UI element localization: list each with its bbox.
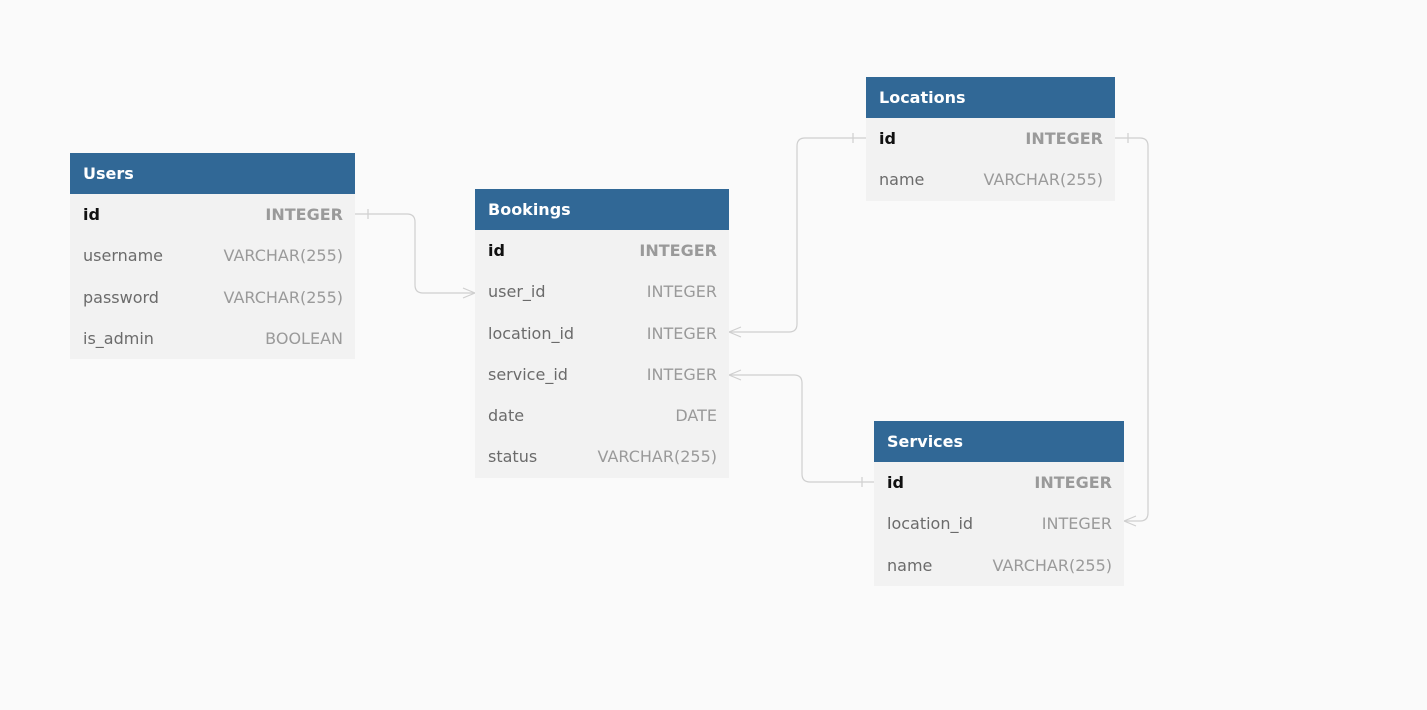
column-name: location_id (488, 323, 575, 343)
column-name: status (488, 447, 538, 467)
column-name: user_id (488, 282, 546, 302)
services-column-id[interactable]: id INTEGER (874, 462, 1124, 503)
connector-users-bookings (355, 213, 475, 294)
column-type: INTEGER (646, 364, 717, 384)
column-type: INTEGER (646, 282, 717, 302)
bookings-column-service-id[interactable]: service_id INTEGER (475, 354, 729, 395)
column-name: service_id (488, 364, 568, 384)
users-column-is-admin[interactable]: is_admin BOOLEAN (70, 318, 355, 359)
bookings-column-date[interactable]: date DATE (475, 395, 729, 436)
column-type: INTEGER (1034, 473, 1112, 492)
table-users[interactable]: Users id INTEGER username VARCHAR(255) p… (70, 153, 355, 360)
locations-column-id[interactable]: id INTEGER (866, 118, 1115, 159)
table-services[interactable]: Services id INTEGER location_id INTEGER … (874, 421, 1124, 586)
services-column-name[interactable]: name VARCHAR(255) (874, 545, 1124, 586)
bookings-column-id[interactable]: id INTEGER (475, 230, 729, 271)
column-type: VARCHAR(255) (992, 555, 1112, 575)
column-name: password (83, 287, 159, 307)
users-column-username[interactable]: username VARCHAR(255) (70, 235, 355, 276)
services-column-location-id[interactable]: location_id INTEGER (874, 503, 1124, 544)
bookings-column-status[interactable]: status VARCHAR(255) (475, 436, 729, 477)
table-services-header[interactable]: Services (874, 421, 1124, 462)
column-type: VARCHAR(255) (983, 170, 1103, 190)
column-type: BOOLEAN (265, 328, 343, 348)
table-bookings-header[interactable]: Bookings (475, 189, 729, 230)
connector-bookings-service-many-mark (728, 369, 742, 381)
connector-bookings-locations (729, 137, 866, 333)
column-type: INTEGER (265, 205, 343, 224)
column-name: id (488, 241, 505, 260)
column-name: location_id (887, 514, 974, 534)
column-name: id (887, 473, 904, 492)
table-users-header[interactable]: Users (70, 153, 355, 194)
column-name: username (83, 246, 163, 266)
users-column-password[interactable]: password VARCHAR(255) (70, 277, 355, 318)
column-name: id (879, 129, 896, 148)
connector-services-location-many-mark (1123, 515, 1137, 527)
users-column-id[interactable]: id INTEGER (70, 194, 355, 235)
column-type: INTEGER (639, 241, 717, 260)
column-type: VARCHAR(255) (223, 287, 343, 307)
column-name: name (879, 170, 925, 190)
column-type: INTEGER (1041, 514, 1112, 534)
table-locations[interactable]: Locations id INTEGER name VARCHAR(255) (866, 77, 1115, 201)
connector-locations-services (1115, 137, 1149, 522)
connector-bookings-services (729, 374, 874, 483)
table-locations-header[interactable]: Locations (866, 77, 1115, 118)
column-type: DATE (675, 406, 717, 426)
column-name: name (887, 555, 933, 575)
locations-column-name[interactable]: name VARCHAR(255) (866, 159, 1115, 200)
bookings-column-location-id[interactable]: location_id INTEGER (475, 313, 729, 354)
bookings-column-user-id[interactable]: user_id INTEGER (475, 271, 729, 312)
column-type: VARCHAR(255) (597, 447, 717, 467)
column-name: date (488, 406, 525, 426)
column-name: id (83, 205, 100, 224)
connector-bookings-location-many-mark (728, 326, 742, 338)
column-type: VARCHAR(255) (223, 246, 343, 266)
column-type: INTEGER (646, 323, 717, 343)
column-name: is_admin (83, 328, 154, 348)
table-bookings[interactable]: Bookings id INTEGER user_id INTEGER loca… (475, 189, 729, 478)
connector-bookings-user-many-mark (462, 287, 476, 299)
column-type: INTEGER (1025, 129, 1103, 148)
